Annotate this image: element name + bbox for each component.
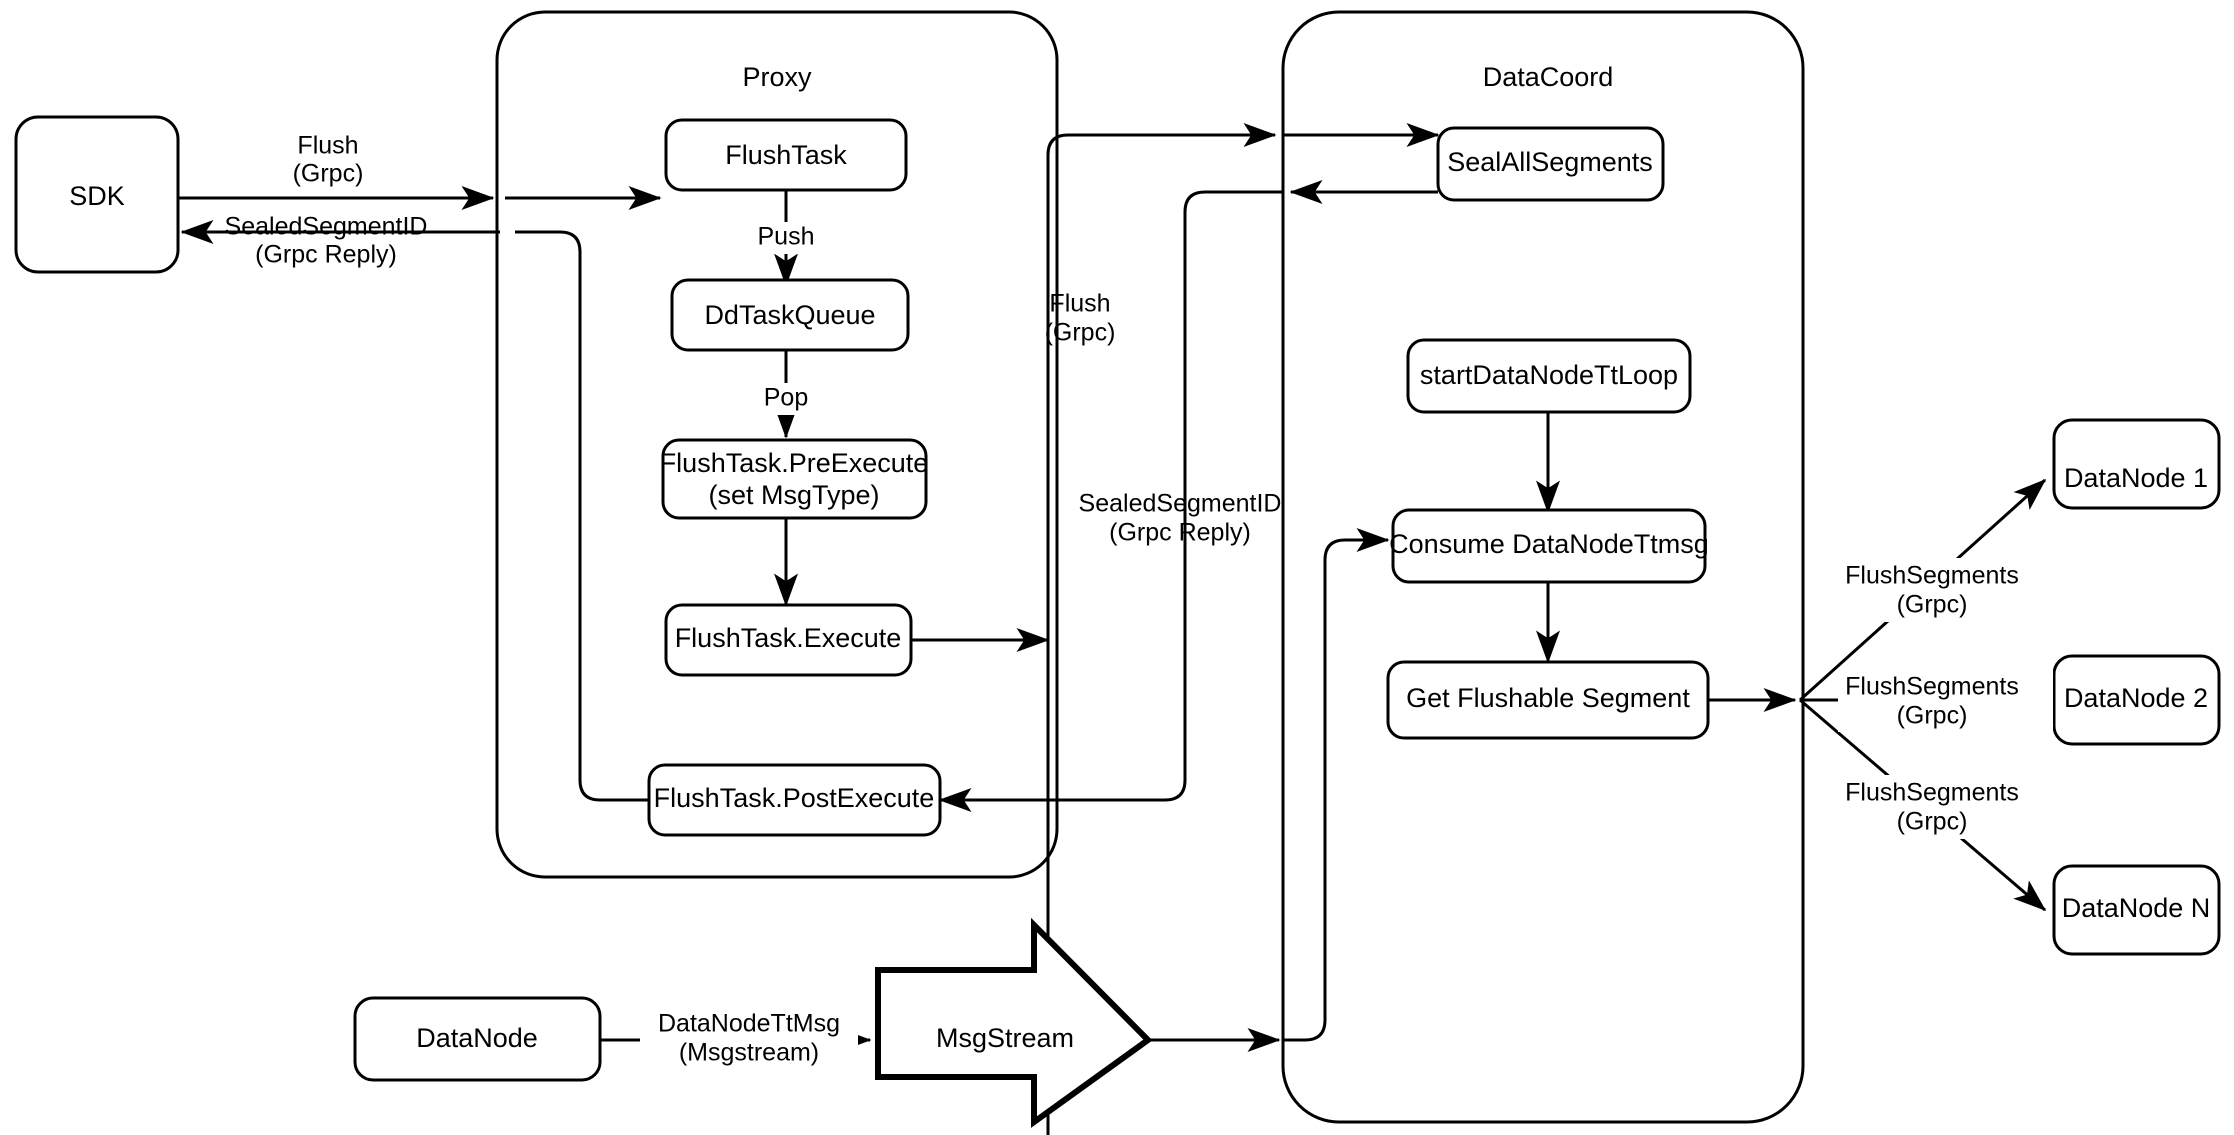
node-sdk[interactable]: SDK — [14, 115, 180, 274]
node-sealallsegments[interactable]: SealAllSegments — [1436, 126, 1665, 202]
label-datanode-ttmsg: DataNodeTtMsg (Msgstream) — [640, 1000, 858, 1067]
postexecute-box[interactable] — [647, 763, 942, 837]
push-label: Push — [758, 223, 815, 251]
datanode-ttmsg-line2: (Msgstream) — [679, 1039, 819, 1067]
datacoord-container-label: DataCoord — [1483, 62, 1614, 92]
flushtask-label: FlushTask — [725, 140, 847, 170]
pop-label: Pop — [764, 384, 808, 412]
label-flushsegments-datanode2: FlushSegments (Grpc) — [1838, 668, 2053, 732]
pop-label-bg — [750, 383, 822, 415]
flush-dn2-line1: FlushSegments — [1845, 673, 2019, 701]
flush-dn1-line1: FlushSegments — [1845, 562, 2019, 590]
edge-proxy-to-datacoord-flush — [1046, 123, 1277, 1135]
node-ddtaskqueue[interactable]: DdTaskQueue — [670, 278, 910, 352]
consume-datanodettmsg-box[interactable] — [1391, 508, 1707, 584]
flush-dn2-line2: (Grpc) — [1897, 702, 1968, 730]
msgstream-arrow-shape[interactable] — [875, 917, 1153, 1128]
ddtaskqueue-box[interactable] — [670, 278, 910, 352]
node-consume-datanodettmsg[interactable]: Consume DataNodeTtmsg — [1389, 508, 1709, 584]
sdk-label: SDK — [69, 181, 125, 211]
node-get-flushable-segment[interactable]: Get Flushable Segment — [1386, 660, 1710, 740]
datanode-2-box[interactable] — [2052, 654, 2221, 746]
proxy-container-label: Proxy — [742, 62, 812, 92]
label-sdk-to-proxy: Flush (Grpc) — [293, 132, 364, 188]
datacoord-to-proxy-line1: SealedSegmentID — [1079, 490, 1282, 518]
consume-datanodettmsg-label: Consume DataNodeTtmsg — [1389, 529, 1709, 559]
postexecute-label: FlushTask.PostExecute — [654, 783, 935, 813]
label-proxy-to-datacoord-flush: Flush (Grpc) — [1045, 290, 1116, 347]
startdatanodettloop-label: startDataNodeTtLoop — [1420, 360, 1678, 390]
node-datanode-n[interactable]: DataNode N — [2052, 864, 2221, 956]
node-flushtask-execute[interactable]: FlushTask.Execute — [664, 603, 913, 677]
sealallsegments-label: SealAllSegments — [1447, 147, 1653, 177]
flush-dnn-bg — [1838, 775, 2053, 839]
proxy-to-sdk-line2: (Grpc Reply) — [255, 241, 397, 269]
datanode-bottom-box[interactable] — [353, 996, 602, 1082]
proxy-to-datacoord-line1: Flush — [1049, 290, 1110, 318]
flush-dn1-line2: (Grpc) — [1897, 591, 1968, 619]
node-datanode-bottom[interactable]: DataNode — [353, 996, 602, 1082]
execute-label: FlushTask.Execute — [675, 623, 902, 653]
preexecute-label-line2: (set MsgType) — [708, 480, 879, 510]
get-flushable-segment-box[interactable] — [1386, 660, 1710, 740]
node-datanode-2[interactable]: DataNode 2 — [2052, 654, 2221, 746]
startdatanodettloop-box[interactable] — [1406, 338, 1692, 414]
flush-dnn-line2: (Grpc) — [1897, 808, 1968, 836]
node-datanode-1[interactable]: DataNode 1 — [2052, 418, 2221, 510]
preexecute-label-line1: FlushTask.PreExecute — [660, 448, 929, 478]
datacoord-to-proxy-line2: (Grpc Reply) — [1109, 519, 1251, 547]
label-flushsegments-datanoden: FlushSegments (Grpc) — [1838, 775, 2053, 839]
node-startdatanodettloop[interactable]: startDataNodeTtLoop — [1406, 338, 1692, 414]
label-pop: Pop — [750, 383, 822, 415]
datanode-2-label: DataNode 2 — [2064, 683, 2208, 713]
datanode-bottom-label: DataNode — [416, 1023, 538, 1053]
node-msgstream[interactable]: MsgStream — [875, 917, 1153, 1128]
datanode-ttmsg-line1: DataNodeTtMsg — [658, 1010, 840, 1038]
sdk-to-proxy-line2: (Grpc) — [293, 160, 364, 188]
ddtaskqueue-label: DdTaskQueue — [704, 300, 875, 330]
label-proxy-to-sdk: SealedSegmentID (Grpc Reply) — [225, 213, 428, 269]
datanode-n-label: DataNode N — [2062, 893, 2211, 923]
proxy-to-sdk-line1: SealedSegmentID — [225, 213, 428, 241]
execute-box[interactable] — [664, 603, 913, 677]
edge-datacoordedge-to-consume — [1283, 528, 1390, 1042]
node-flushtask-postexecute[interactable]: FlushTask.PostExecute — [647, 763, 942, 837]
label-push: Push — [744, 222, 828, 254]
node-flushtask[interactable]: FlushTask — [664, 118, 908, 192]
get-flushable-segment-label: Get Flushable Segment — [1406, 683, 1690, 713]
flush-dnn-line1: FlushSegments — [1845, 779, 2019, 807]
datanode-1-box[interactable] — [2052, 418, 2221, 510]
preexecute-box[interactable] — [661, 438, 928, 520]
msgstream-label: MsgStream — [936, 1023, 1074, 1053]
flush-dn2-bg — [1838, 668, 2053, 732]
push-label-bg — [744, 222, 828, 254]
sdk-to-proxy-line1: Flush — [297, 132, 358, 160]
flushtask-box[interactable] — [664, 118, 908, 192]
sealallsegments-box[interactable] — [1436, 126, 1665, 202]
label-datacoord-to-proxy-reply: SealedSegmentID (Grpc Reply) — [1079, 490, 1282, 547]
label-flushsegments-datanode1: FlushSegments (Grpc) — [1838, 558, 2053, 622]
datanode-1-label: DataNode 1 — [2064, 463, 2208, 493]
proxy-to-datacoord-line2: (Grpc) — [1045, 319, 1116, 347]
edge-datacoord-to-proxy-reply — [938, 190, 1283, 812]
flush-dn1-bg — [1838, 558, 2053, 622]
datanode-ttmsg-bg — [640, 1000, 858, 1066]
datanode-n-box[interactable] — [2052, 864, 2221, 956]
node-flushtask-preexecute[interactable]: FlushTask.PreExecute (set MsgType) — [660, 438, 929, 520]
sdk-box[interactable] — [14, 115, 180, 274]
edge-postexecute-to-proxyedge — [515, 230, 649, 802]
